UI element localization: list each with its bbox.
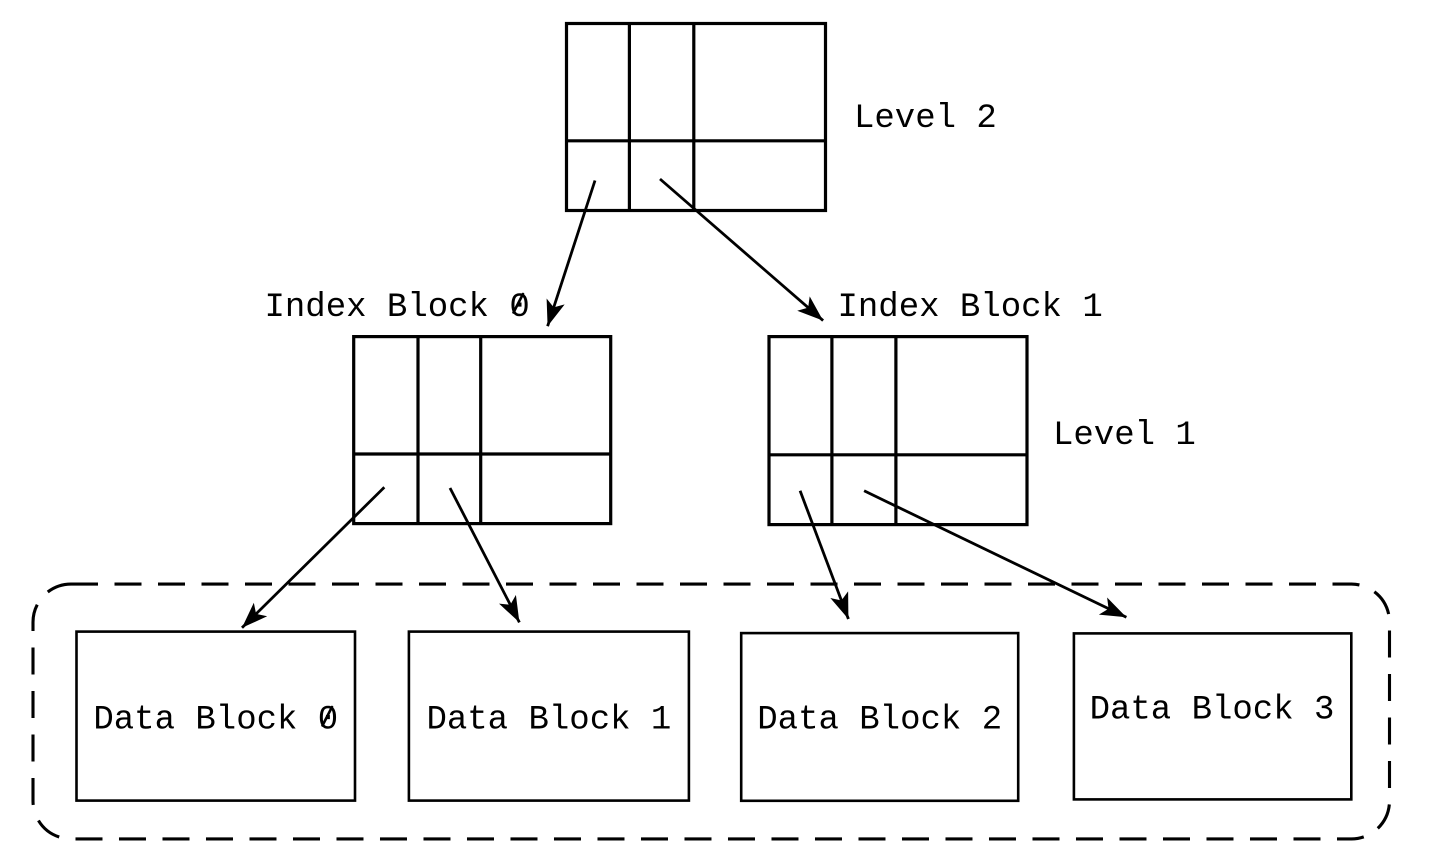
svg-text:Data Block 3: Data Block 3: [1090, 691, 1335, 729]
svg-text:Data Block 0: Data Block 0: [93, 702, 338, 740]
svg-text:Data Block 1: Data Block 1: [426, 702, 671, 740]
svg-text:Level 1: Level 1: [1053, 417, 1196, 455]
svg-text:Index Block 1: Index Block 1: [838, 289, 1103, 327]
svg-text:Level 2: Level 2: [854, 100, 997, 138]
svg-text:Index Block 0: Index Block 0: [265, 289, 530, 327]
svg-text:Data Block 2: Data Block 2: [757, 702, 1002, 740]
